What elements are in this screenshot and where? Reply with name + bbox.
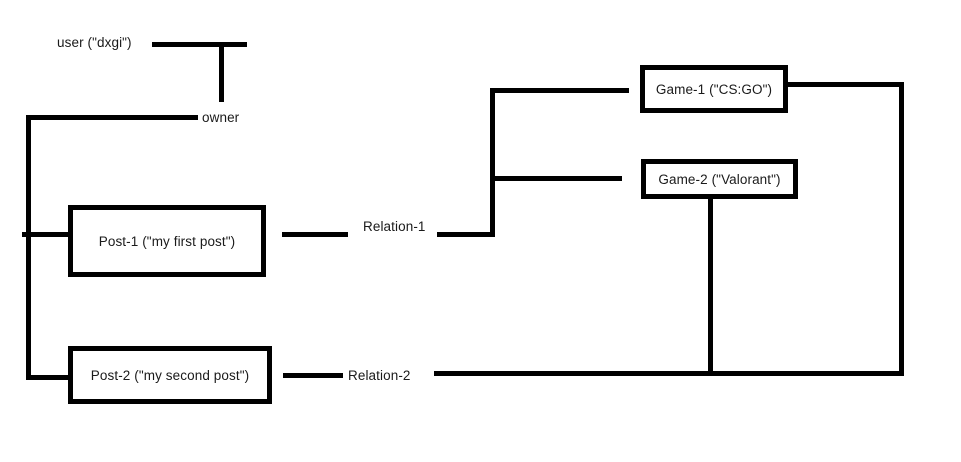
edge-relation1-trunk-vertical — [490, 88, 495, 237]
edge-relation2-right-spine — [899, 82, 904, 374]
edge-post2-to-relation2 — [283, 373, 343, 378]
edge-owner-to-post1 — [22, 232, 70, 237]
edge-relation2-bottom-run — [434, 371, 904, 376]
edge-label-relation-1: Relation-1 — [363, 219, 426, 234]
node-game-1[interactable]: Game-1 ("CS:GO") — [640, 65, 788, 113]
edge-owner-horizontal — [26, 115, 198, 120]
edge-owner-left-spine — [26, 115, 31, 380]
edge-relation2-to-game1 — [788, 82, 904, 87]
edge-relation1-to-game1 — [490, 88, 629, 93]
edge-owner-to-post2 — [26, 375, 72, 380]
node-post-2-label: Post-2 ("my second post") — [90, 367, 250, 383]
node-game-1-label: Game-1 ("CS:GO") — [655, 81, 773, 97]
edge-user-to-owner-vertical — [219, 42, 224, 102]
edge-relation1-to-trunk — [437, 232, 495, 237]
edge-relation2-to-game2 — [708, 199, 713, 373]
node-user-label: user ("dxgi") — [57, 35, 132, 50]
node-post-1-label: Post-1 ("my first post") — [98, 233, 236, 249]
edge-label-owner: owner — [202, 110, 240, 125]
node-game-2[interactable]: Game-2 ("Valorant") — [641, 159, 798, 199]
edge-relation1-to-game2 — [490, 176, 622, 181]
edge-label-relation-2: Relation-2 — [348, 368, 411, 383]
node-post-2[interactable]: Post-2 ("my second post") — [68, 346, 272, 404]
node-game-2-label: Game-2 ("Valorant") — [658, 171, 781, 187]
edge-post1-to-relation1 — [282, 232, 348, 237]
edge-user-horizontal — [152, 42, 247, 47]
node-post-1[interactable]: Post-1 ("my first post") — [68, 205, 266, 277]
